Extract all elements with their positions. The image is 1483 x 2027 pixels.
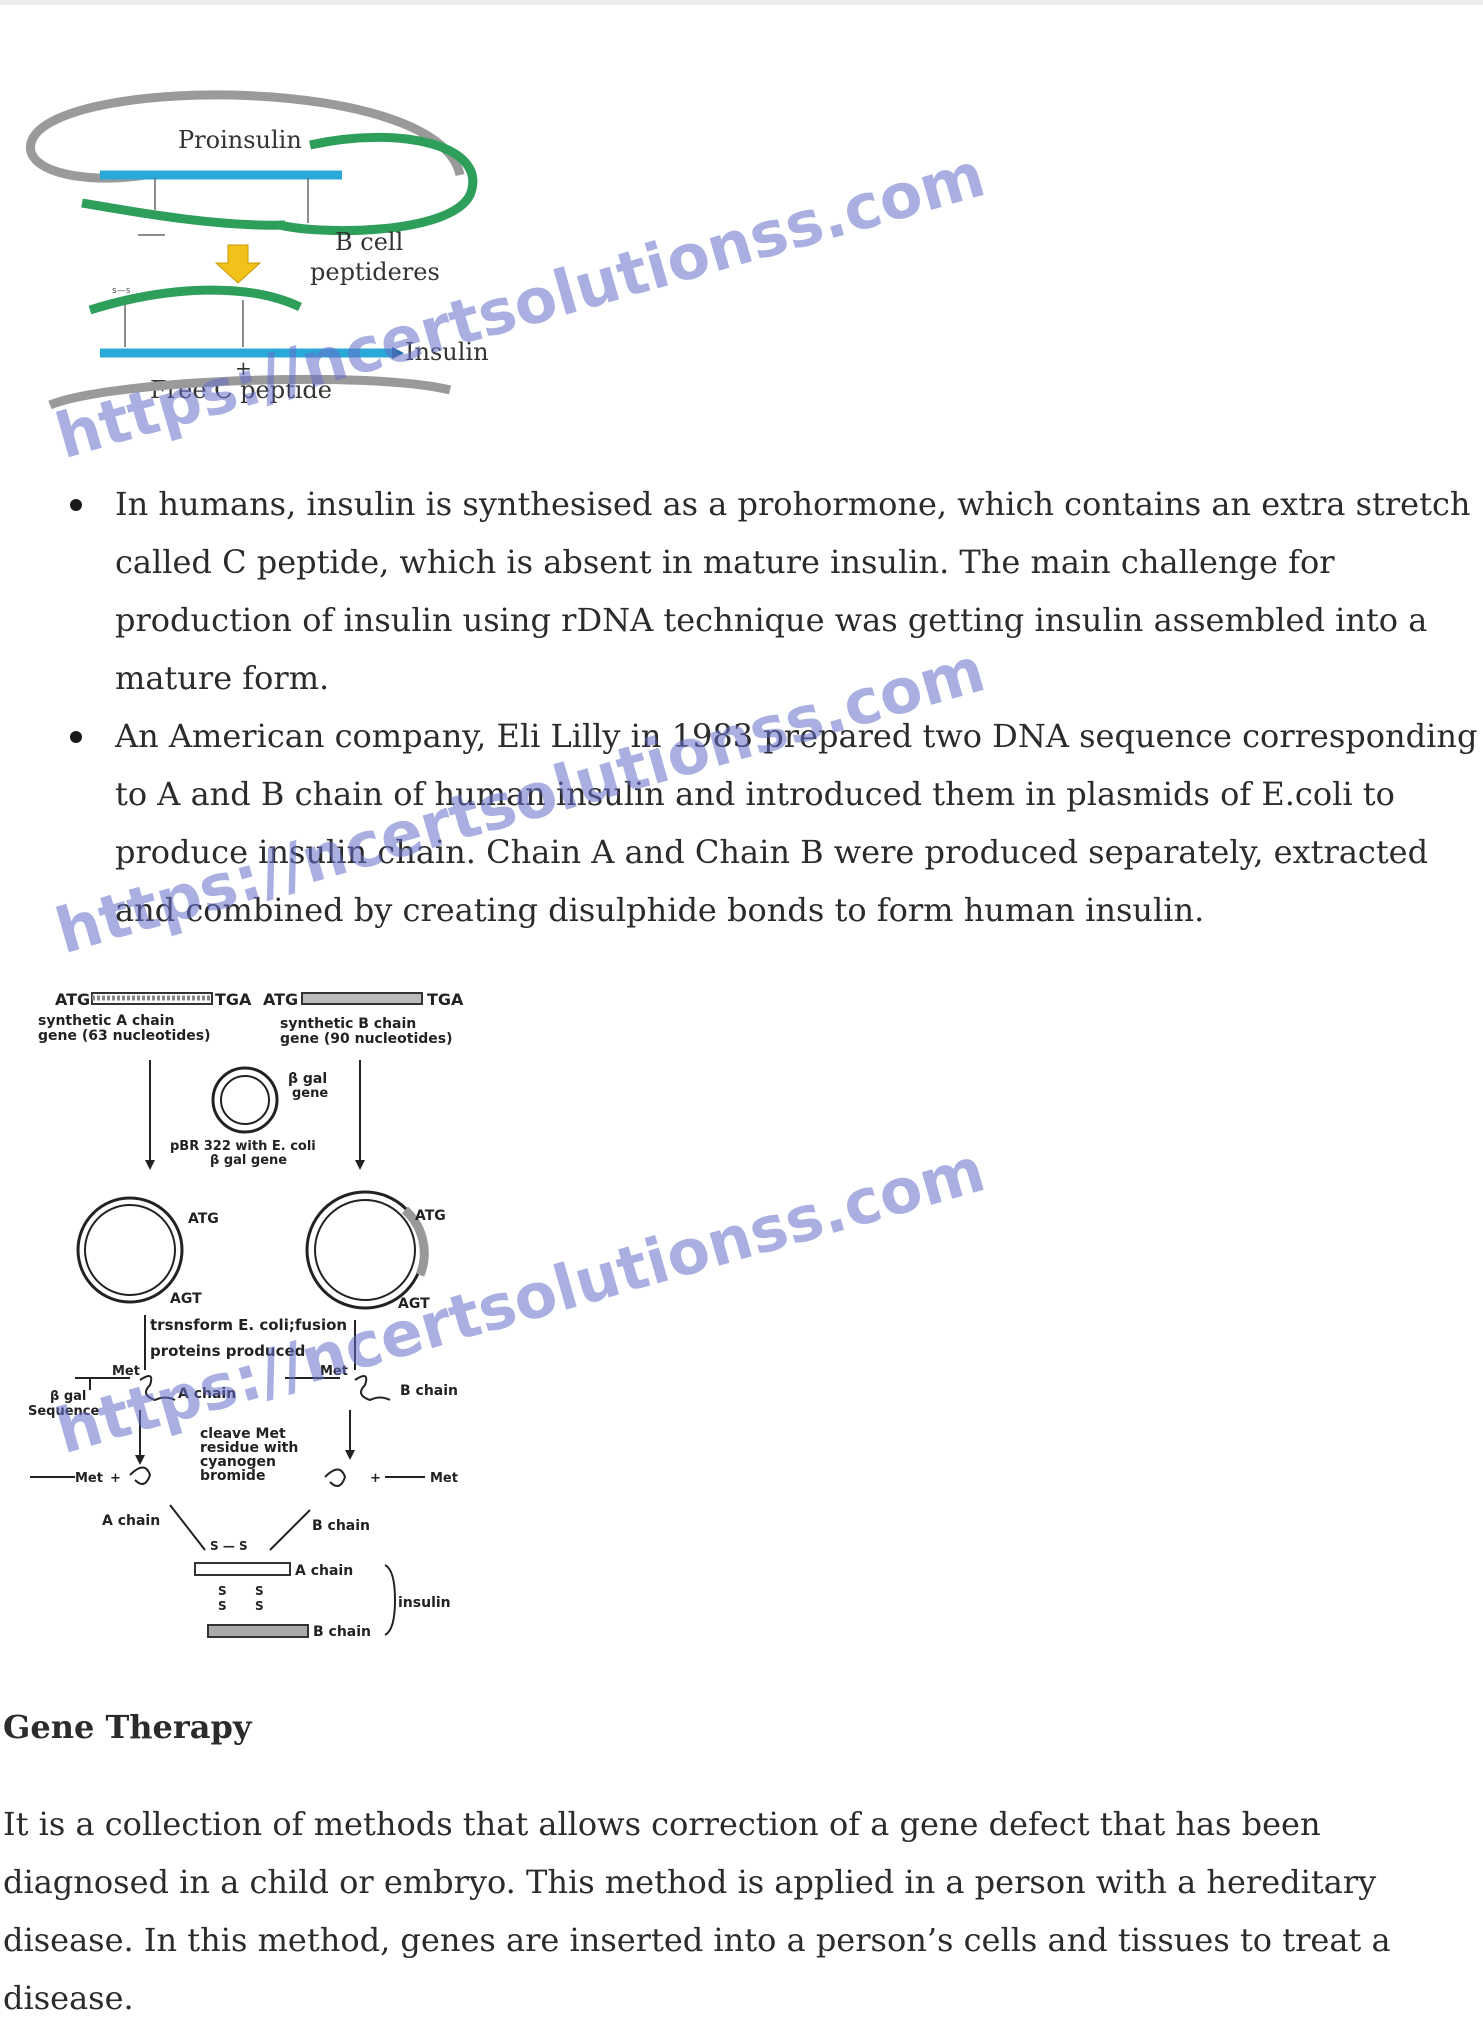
svg-text:cleave Met: cleave Met — [200, 1426, 286, 1442]
svg-text:S — S: S — S — [210, 1539, 248, 1553]
proinsulin-green-chain — [81, 198, 286, 230]
bullet-list: In humans, insulin is synthesised as a p… — [58, 475, 1478, 939]
svg-text:S: S — [255, 1584, 264, 1598]
b-chain-gene-bar — [301, 992, 423, 1005]
svg-text:A chain: A chain — [102, 1513, 160, 1529]
svg-text:synthetic B chain: synthetic B chain — [280, 1016, 416, 1032]
svg-text:ATG: ATG — [415, 1208, 446, 1224]
yellow-down-arrow — [214, 244, 262, 284]
svg-text:AGT: AGT — [398, 1296, 430, 1312]
svg-text:trsnsform E. coli;fusion: trsnsform E. coli;fusion — [150, 1316, 347, 1334]
svg-text:Met: Met — [112, 1364, 140, 1379]
proinsulin-diagram: Proinsulin B cell peptideres s—s Insulin… — [26, 90, 489, 410]
a-chain-bar — [194, 1562, 291, 1576]
peptideres-label: peptideres — [310, 258, 440, 286]
b-cell-label: B cell — [335, 228, 403, 256]
svg-text:s—s: s—s — [112, 286, 131, 296]
bullet-item: In humans, insulin is synthesised as a p… — [58, 475, 1478, 707]
svg-text:synthetic A chain: synthetic A chain — [38, 1013, 174, 1029]
svg-text:S: S — [218, 1584, 227, 1598]
atg-label: ATG — [55, 990, 90, 1009]
plus-sign: + — [235, 356, 252, 380]
section-heading: Gene Therapy — [3, 1708, 252, 1746]
tga-label: TGA — [215, 990, 252, 1009]
svg-text:B chain: B chain — [400, 1383, 458, 1399]
svg-text:insulin: insulin — [398, 1595, 451, 1611]
svg-text:S: S — [255, 1599, 264, 1613]
svg-text:Sequence: Sequence — [28, 1404, 100, 1419]
section-paragraph: It is a collection of methods that allow… — [3, 1805, 1391, 2017]
pbr322-plasmid — [211, 1066, 279, 1134]
svg-text:β gal: β gal — [288, 1071, 327, 1087]
svg-text:A chain: A chain — [178, 1386, 236, 1402]
svg-text:A chain: A chain — [295, 1563, 353, 1579]
bullet-dot — [70, 499, 82, 511]
svg-text:B chain: B chain — [313, 1624, 371, 1640]
svg-text:Met: Met — [430, 1471, 458, 1486]
svg-text:pBR 322 with E. coli: pBR 322 with E. coli — [170, 1139, 316, 1154]
svg-text:AGT: AGT — [170, 1291, 202, 1307]
proinsulin-green-loop — [278, 132, 478, 236]
atg-label: ATG — [263, 990, 298, 1009]
recombinant-plasmid-a — [76, 1196, 184, 1304]
svg-text:gene (90 nucleotides): gene (90 nucleotides) — [280, 1031, 453, 1047]
svg-text:Met: Met — [75, 1471, 103, 1486]
svg-text:cyanogen: cyanogen — [200, 1454, 276, 1470]
bullet-item: An American company, Eli Lilly in 1983 p… — [58, 707, 1478, 939]
top-divider — [0, 0, 1483, 5]
tga-label: TGA — [427, 990, 464, 1009]
insulin-label: Insulin — [405, 338, 489, 366]
svg-text:+: + — [110, 1471, 121, 1486]
proinsulin-gray-arc — [26, 90, 465, 183]
proinsulin-label: Proinsulin — [178, 126, 302, 154]
bullet-dot — [70, 731, 82, 743]
svg-text:ATG: ATG — [188, 1211, 219, 1227]
svg-text:bromide: bromide — [200, 1468, 265, 1484]
svg-text:B chain: B chain — [312, 1518, 370, 1534]
free-c-peptide-arc — [48, 374, 452, 410]
svg-text:β gal: β gal — [50, 1389, 86, 1404]
svg-text:β gal gene: β gal gene — [210, 1153, 287, 1168]
svg-text:S: S — [218, 1599, 227, 1613]
svg-text:gene (63 nucleotides): gene (63 nucleotides) — [38, 1028, 211, 1044]
svg-text:gene: gene — [292, 1086, 328, 1101]
insulin-production-diagram: ATG TGA ATG TGA synthetic A chain gene (… — [28, 990, 464, 1640]
svg-text:proteins produced: proteins produced — [150, 1342, 305, 1360]
svg-text:+: + — [370, 1471, 381, 1486]
svg-text:residue with: residue with — [200, 1440, 298, 1456]
b-chain-bar — [207, 1624, 309, 1638]
svg-text:Met: Met — [320, 1364, 348, 1379]
insulin-green-chain — [88, 285, 302, 315]
